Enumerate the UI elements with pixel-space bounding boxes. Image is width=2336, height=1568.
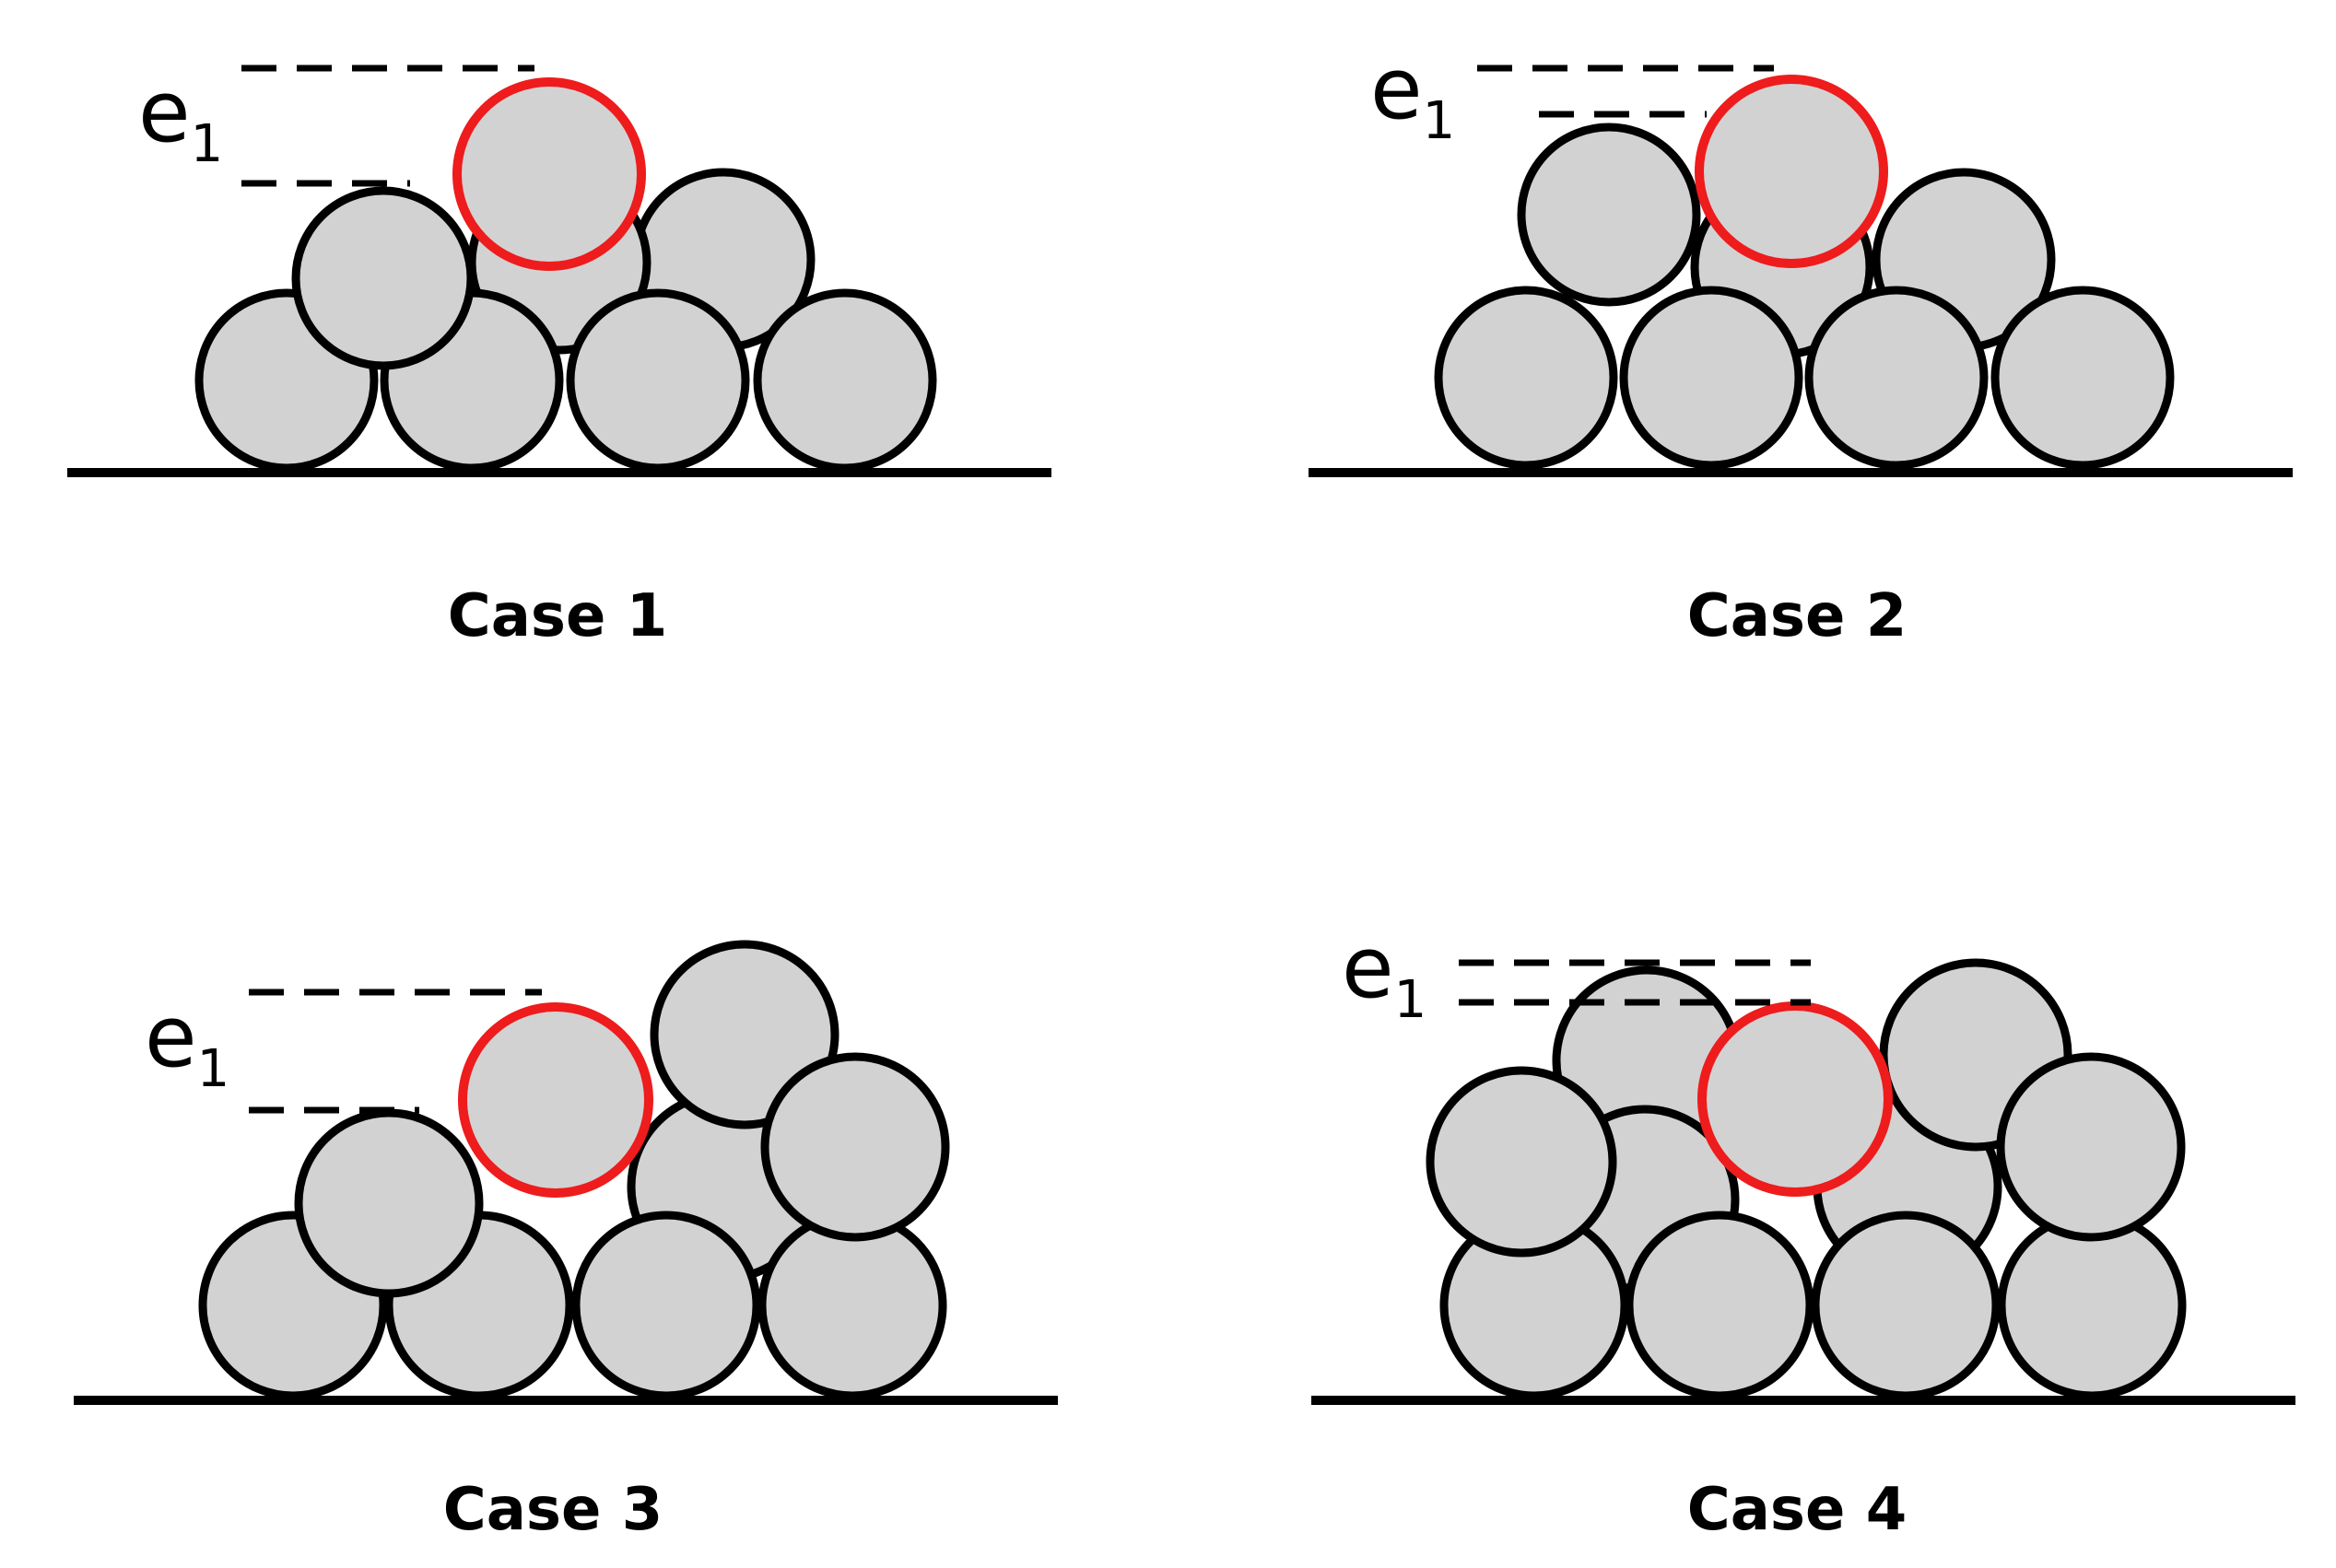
case-label: Case 2 xyxy=(1687,582,1907,650)
sphere xyxy=(291,186,475,370)
case-label: Case 4 xyxy=(1687,1476,1907,1544)
panel-case-4: e1 Case 4 xyxy=(1311,919,2295,1544)
sphere xyxy=(1996,1052,2186,1242)
sphere xyxy=(757,1211,947,1400)
dimension-e1-case-3: e1 xyxy=(145,988,542,1114)
sphere xyxy=(1517,123,1701,307)
sphere xyxy=(1619,286,1803,470)
panel-case-3: e1 Case 3 xyxy=(74,940,1058,1544)
sphere xyxy=(566,288,750,473)
dimension-e1-case-1: e1 xyxy=(138,63,534,187)
sphere xyxy=(760,1052,950,1242)
sphere xyxy=(1990,286,2175,470)
sphere xyxy=(1804,286,1989,470)
sphere-pile-case-2 xyxy=(1434,75,2175,470)
highlighted-sphere xyxy=(452,77,646,271)
sphere xyxy=(1426,1066,1617,1258)
sphere xyxy=(753,288,937,473)
sphere xyxy=(1811,1211,2001,1400)
sphere-pile-case-4 xyxy=(1426,958,2187,1400)
case-label: Case 1 xyxy=(448,582,667,650)
sphere xyxy=(1434,286,1618,470)
highlighted-sphere xyxy=(458,1002,653,1198)
dimension-symbol: e1 xyxy=(1342,919,1426,1030)
panel-case-1: e1 Case 1 xyxy=(67,63,1051,650)
highlighted-sphere xyxy=(1697,1001,1893,1197)
sphere xyxy=(294,1108,484,1298)
sphere xyxy=(1625,1211,1814,1400)
highlighted-sphere xyxy=(1695,75,1888,268)
sphere-pile-case-1 xyxy=(194,77,937,473)
dimension-e1-case-4: e1 xyxy=(1342,919,1811,1030)
sphere-pile-case-3 xyxy=(198,940,950,1400)
dimension-e1-case-2: e1 xyxy=(1370,40,1774,151)
panel-case-2: e1 Case 2 xyxy=(1309,40,2293,650)
sphere xyxy=(1997,1211,2187,1400)
dimension-symbol: e1 xyxy=(1370,40,1455,151)
dimension-symbol: e1 xyxy=(145,988,229,1099)
sphere xyxy=(571,1211,761,1400)
dimension-symbol: e1 xyxy=(138,63,223,174)
case-label: Case 3 xyxy=(443,1476,663,1544)
